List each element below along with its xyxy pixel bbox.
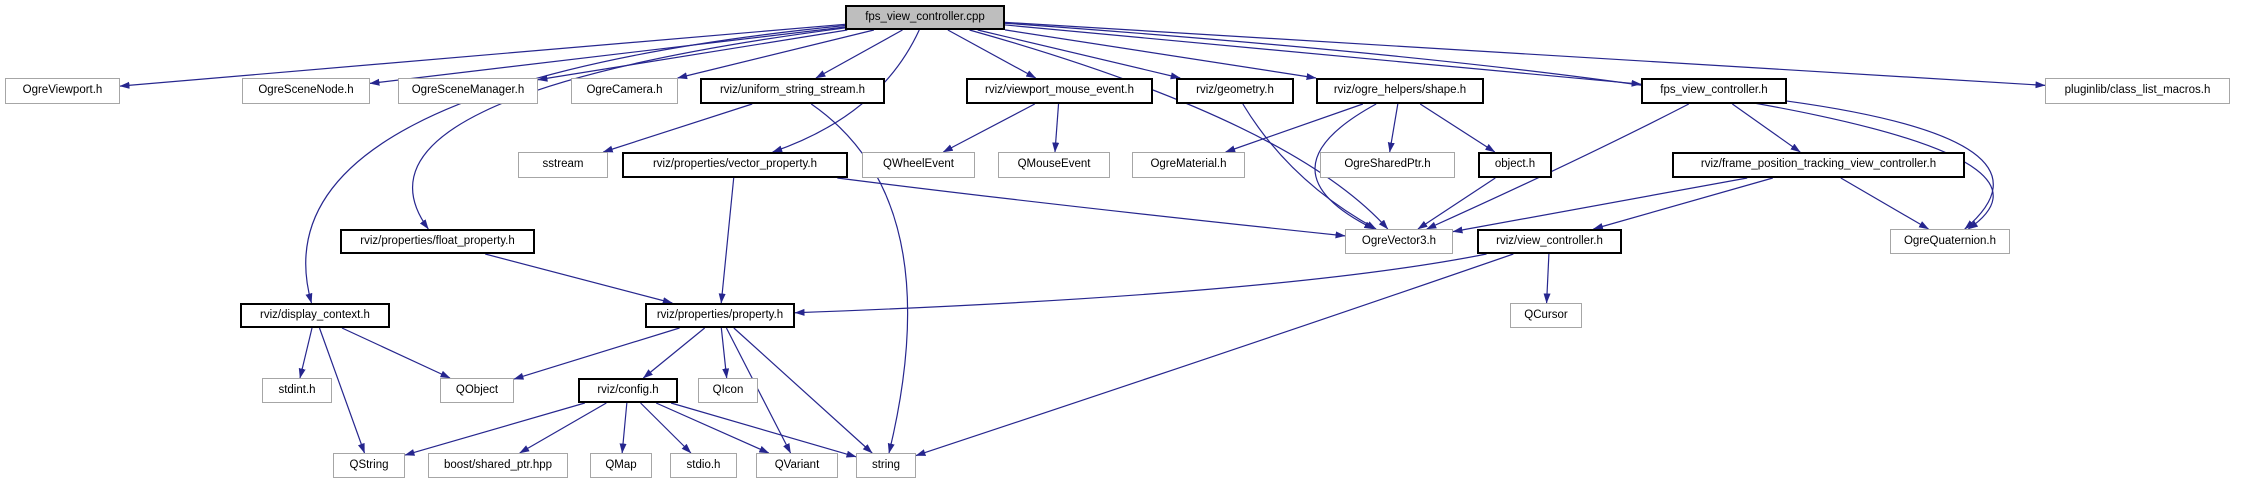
edge-config-to-string (670, 402, 857, 458)
graph-node-root: fps_view_controller.cpp (845, 5, 1005, 30)
graph-node-qmap: QMap (590, 453, 652, 478)
edge-viewport_mouse-to-qwheelevent (942, 103, 1036, 153)
graph-node-ogrematerial: OgreMaterial.h (1132, 152, 1245, 178)
graph-node-view_controller[interactable]: rviz/view_controller.h (1477, 229, 1622, 254)
graph-node-viewport_mouse[interactable]: rviz/viewport_mouse_event.h (966, 78, 1153, 104)
edge-viewport_mouse-to-qmouseevent (1052, 103, 1060, 153)
graph-node-ogrequaternion: OgreQuaternion.h (1890, 229, 2010, 254)
edge-frame-to-ogrequaternion (1840, 177, 1929, 230)
edge-property-to-qicon (720, 327, 730, 379)
edge-root-to-geometry (977, 29, 1181, 80)
graph-node-qicon: QIcon (698, 378, 758, 403)
edge-root-to-shape (1004, 29, 1317, 81)
edge-property-to-string (733, 327, 873, 454)
graph-node-stdint: stdint.h (262, 378, 332, 403)
edge-property-to-config (642, 327, 706, 379)
graph-node-qobject: QObject (440, 378, 514, 403)
graph-node-config[interactable]: rviz/config.h (578, 378, 678, 403)
graph-node-float_property[interactable]: rviz/properties/float_property.h (340, 229, 535, 254)
graph-node-pluginlib: pluginlib/class_list_macros.h (2045, 78, 2230, 104)
graph-node-string: string (856, 453, 916, 478)
graph-node-qstring: QString (333, 453, 405, 478)
graph-node-shape[interactable]: rviz/ogre_helpers/shape.h (1316, 78, 1484, 104)
edge-root-to-uniform (815, 29, 903, 79)
edge-fps_h-to-ogrequaternion (1786, 100, 1994, 230)
graph-node-ogrescenenode: OgreSceneNode.h (242, 78, 370, 104)
edge-root-to-pluginlib (1004, 21, 2046, 89)
edge-config-to-qvariant (655, 402, 770, 454)
edge-fps_h-to-ogrevector3 (1426, 103, 1690, 230)
edge-vector_property-to-ogrevector3 (837, 177, 1346, 239)
graph-node-frame[interactable]: rviz/frame_position_tracking_view_contro… (1672, 152, 1965, 178)
graph-node-qvariant: QVariant (756, 453, 838, 478)
edge-shape-to-ogrevector3 (1314, 103, 1377, 230)
edge-root-to-display_context (305, 24, 846, 304)
edge-shape-to-ogresharedptr (1387, 103, 1399, 153)
edge-root-to-ogrevector3 (969, 29, 1389, 230)
edge-frame-to-ogrevector3 (1452, 177, 1748, 234)
edge-uniform-to-string (810, 103, 909, 454)
graph-node-ogrevector3: OgreVector3.h (1345, 229, 1453, 254)
edge-root-to-fps_h (1004, 24, 1642, 87)
edge-root-to-float_property (411, 27, 846, 230)
edge-config-to-stdio (640, 402, 692, 454)
edge-root-to-ogrequaternion (1004, 22, 1994, 230)
edge-root-to-ogreviewport (119, 23, 846, 89)
graph-node-geometry[interactable]: rviz/geometry.h (1176, 78, 1294, 104)
edge-frame-to-view_controller (1592, 177, 1773, 230)
edge-view_controller-to-qcursor (1543, 253, 1551, 304)
edge-geometry-to-ogrevector3 (1242, 103, 1377, 230)
edge-uniform-to-sstream (602, 103, 753, 153)
graph-node-qwheelevent: QWheelEvent (862, 152, 975, 178)
edge-view_controller-to-property (794, 253, 1487, 316)
graph-node-boost_shared_ptr: boost/shared_ptr.hpp (428, 453, 568, 478)
graph-node-uniform[interactable]: rviz/uniform_string_stream.h (700, 78, 885, 104)
edge-root-to-ogrescenemanager (537, 29, 848, 82)
edge-fps_h-to-frame (1732, 103, 1801, 153)
graph-node-fps_h[interactable]: fps_view_controller.h (1641, 78, 1787, 104)
edge-object_h-to-ogrevector3 (1417, 177, 1496, 230)
edge-property-to-qvariant (725, 327, 792, 454)
graph-node-ogrecamera: OgreCamera.h (571, 78, 678, 104)
edge-display_context-to-qobject (341, 327, 451, 379)
edge-vector_property-to-property (718, 177, 735, 304)
edge-view_controller-to-string (915, 253, 1514, 457)
edge-property-to-qobject (513, 327, 680, 380)
edge-config-to-qmap (619, 402, 628, 454)
edge-float_property-to-property (485, 253, 673, 304)
graph-node-ogresharedptr: OgreSharedPtr.h (1320, 152, 1455, 178)
graph-node-display_context[interactable]: rviz/display_context.h (240, 303, 390, 328)
edge-display_context-to-stdint (298, 327, 313, 379)
graph-node-stdio: stdio.h (670, 453, 737, 478)
edge-config-to-qstring (404, 402, 585, 456)
graph-node-qcursor: QCursor (1510, 303, 1582, 328)
graph-node-vector_property[interactable]: rviz/properties/vector_property.h (622, 152, 848, 178)
edge-root-to-viewport_mouse (947, 29, 1037, 79)
edge-shape-to-object_h (1419, 103, 1496, 153)
graph-node-object_h[interactable]: object.h (1478, 152, 1552, 178)
graph-node-sstream: sstream (518, 152, 608, 178)
edge-shape-to-ogrematerial (1225, 103, 1364, 153)
edge-config-to-boost_shared_ptr (519, 402, 607, 454)
graph-node-property[interactable]: rviz/properties/property.h (645, 303, 795, 328)
edge-root-to-ogrescenenode (369, 26, 846, 86)
edge-root-to-ogrecamera (677, 29, 875, 80)
graph-node-qmouseevent: QMouseEvent (998, 152, 1110, 178)
graph-node-ogrescenemanager: OgreSceneManager.h (398, 78, 538, 104)
graph-node-ogreviewport: OgreViewport.h (5, 78, 120, 104)
edge-display_context-to-qstring (318, 327, 366, 454)
